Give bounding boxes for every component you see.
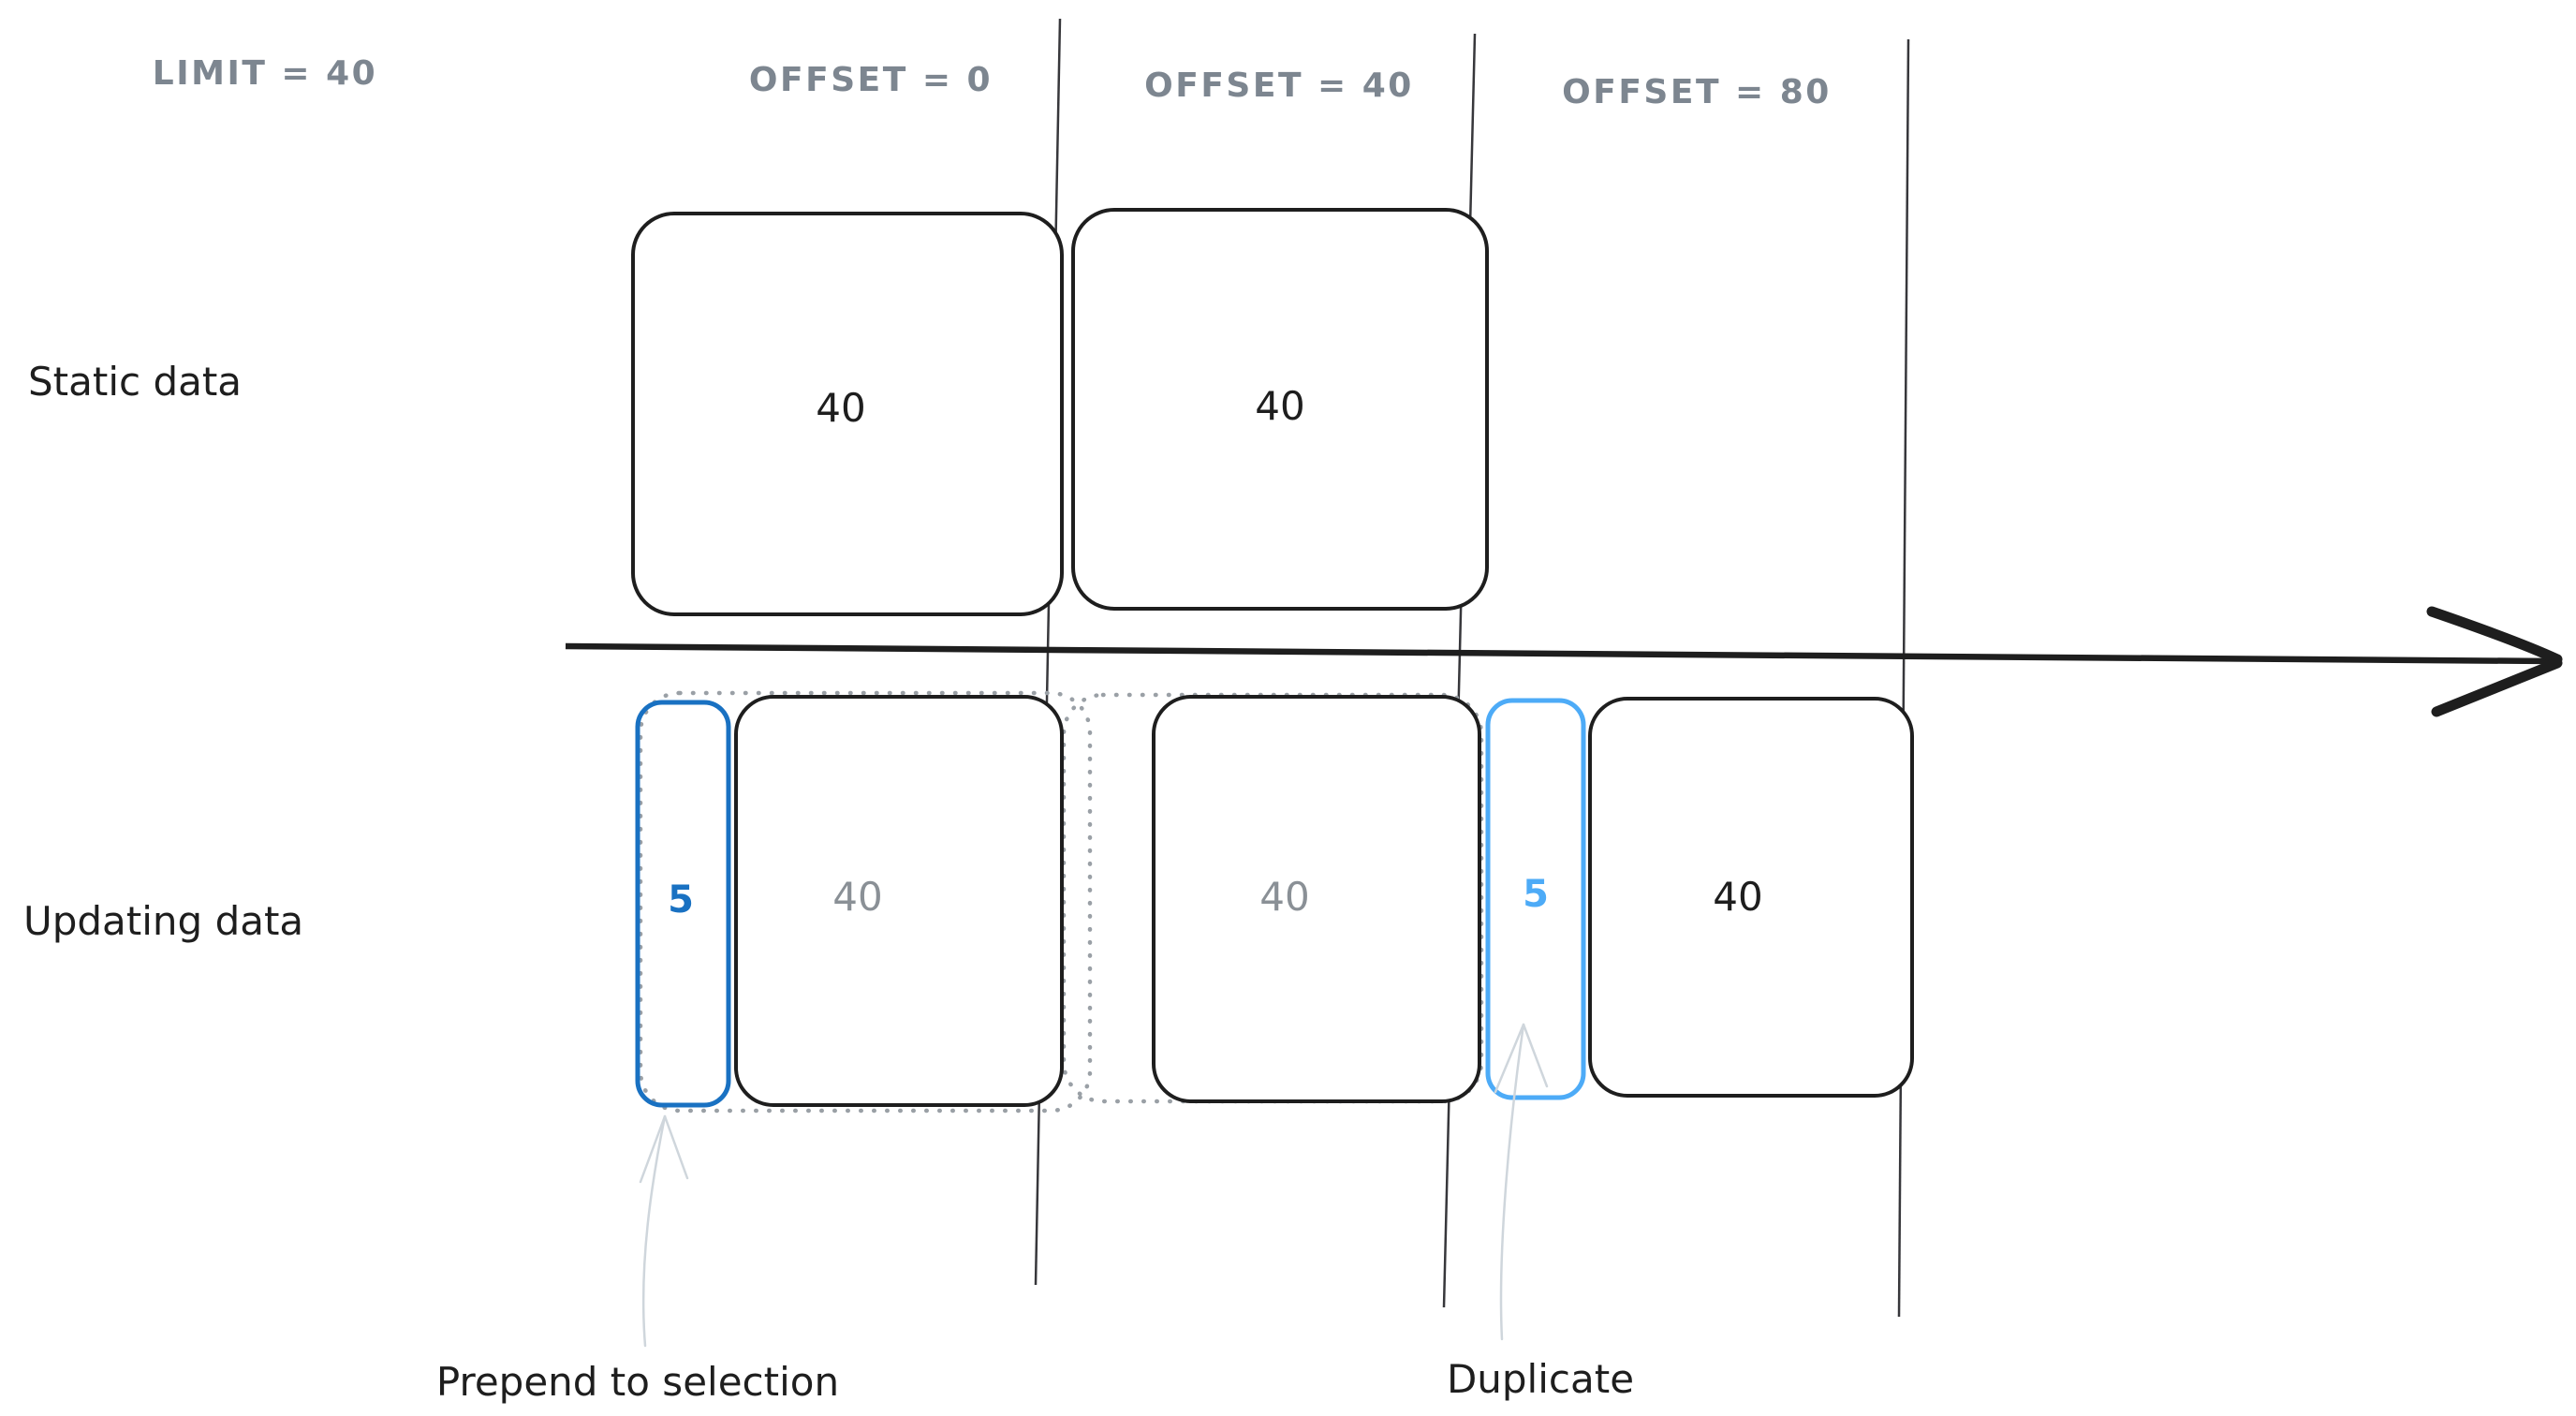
timeline-arrowhead-lower xyxy=(2431,657,2563,717)
prepend-annotation-arrow xyxy=(639,1114,689,1348)
offset-40-label: OFFSET = 40 xyxy=(1144,66,1414,105)
prepend-annotation-label: Prepend to selection xyxy=(436,1359,839,1405)
updating-box-offset80 xyxy=(1588,697,1914,1098)
duplicate-arrowhead-left xyxy=(1494,1023,1525,1094)
timeline-arrow-shaft xyxy=(565,642,2554,665)
prepend-arrowhead-left xyxy=(639,1114,667,1184)
prepended-items-value: 5 xyxy=(668,878,694,922)
updating-box-offset0 xyxy=(734,695,1064,1107)
duplicated-items-box xyxy=(1485,698,1586,1100)
timeline-arrow xyxy=(565,606,2563,717)
header-row: LIMIT = 40 OFFSET = 0 OFFSET = 40 OFFSET… xyxy=(153,54,1832,111)
duplicate-annotation-label: Duplicate xyxy=(1447,1356,1634,1402)
updating-row: 40 40 40 5 5 xyxy=(635,690,1914,1114)
static-box-offset0 xyxy=(631,212,1064,616)
timeline-arrowhead-upper xyxy=(2426,606,2563,665)
duplicate-arrow-shaft xyxy=(1499,1023,1525,1341)
prepended-items-box xyxy=(635,700,731,1108)
updating-row-label: Updating data xyxy=(23,898,303,944)
duplicate-annotation-arrow xyxy=(1494,1023,1549,1341)
limit-label: LIMIT = 40 xyxy=(153,54,377,93)
prepend-arrow-shaft xyxy=(641,1114,667,1348)
static-box-offset0-value: 40 xyxy=(816,385,865,431)
offset-80-label: OFFSET = 80 xyxy=(1562,73,1832,111)
updating-box-offset40-value: 40 xyxy=(1259,874,1309,920)
static-box-offset40-value: 40 xyxy=(1255,383,1304,429)
previous-window-dashed-box-1 xyxy=(638,690,1093,1114)
static-row-label: Static data xyxy=(28,359,242,405)
static-row: 40 40 xyxy=(631,208,1489,616)
updating-box-offset0-value: 40 xyxy=(832,874,882,920)
annotations: Prepend to selection Duplicate xyxy=(436,1023,1634,1405)
offset-0-label: OFFSET = 0 xyxy=(749,61,993,99)
duplicate-arrowhead-right xyxy=(1522,1023,1549,1088)
prepend-arrowhead-right xyxy=(663,1114,689,1180)
updating-box-offset40 xyxy=(1152,695,1481,1103)
static-box-offset40 xyxy=(1071,208,1489,611)
column-divider-3 xyxy=(1897,38,1910,1318)
duplicated-items-value: 5 xyxy=(1523,873,1549,916)
updating-box-offset80-value: 40 xyxy=(1713,874,1762,920)
